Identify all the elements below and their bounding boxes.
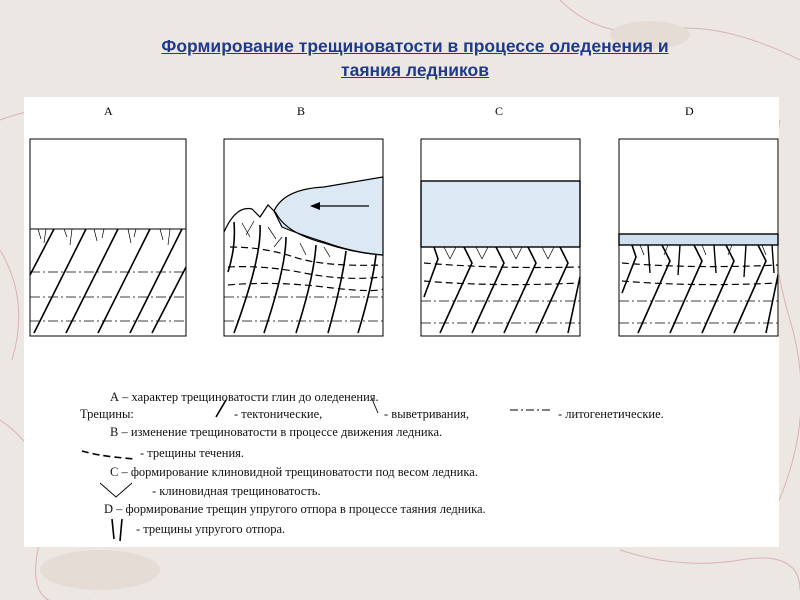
- diagram-svg: A B C D: [29, 104, 779, 542]
- tectonic-symbol-icon: [215, 399, 227, 418]
- legend-wedge: - клиновидная трещиноватость.: [152, 484, 321, 498]
- panel-label-c: C: [495, 104, 503, 118]
- legend-d-description: D – формирование трещин упругого отпора …: [104, 502, 486, 516]
- title-line-2: таяния ледников: [341, 60, 489, 80]
- panel-label-d: D: [685, 104, 694, 118]
- legend-flow: - трещины течения.: [140, 446, 245, 460]
- figure-a: [29, 138, 187, 337]
- legend-a-description: А – характер трещиноватости глин до олед…: [110, 390, 379, 404]
- legend-weathering: - выветривания,: [384, 407, 470, 421]
- panel-label-b: B: [297, 104, 305, 118]
- wedge-crack-symbol-icon: [99, 482, 133, 498]
- figure-d: [618, 138, 779, 337]
- legend-c-description: С – формирование клиновидной трещиновато…: [110, 465, 478, 479]
- elastic-crack-symbol-icon-1: [111, 518, 115, 540]
- legend-tectonic: - тектонические,: [234, 407, 323, 421]
- legend-lithogenetic: - литогенетические.: [558, 407, 664, 421]
- elastic-crack-symbol-icon-2: [119, 518, 123, 542]
- title-line-1: Формирование трещиноватости в процессе о…: [161, 36, 669, 56]
- diagram-panel: A B C D: [24, 97, 779, 547]
- figure-b: [223, 138, 384, 337]
- panel-label-a: A: [104, 104, 113, 118]
- legend-elastic: - трещины упругого отпора.: [136, 522, 286, 536]
- page-title: Формирование трещиноватости в процессе о…: [60, 34, 770, 82]
- flow-crack-symbol-icon: [81, 450, 135, 460]
- weathering-symbol-icon: [371, 398, 379, 414]
- legend-b-description: В – изменение трещиноватости в процессе …: [110, 425, 443, 439]
- figure-c: [420, 138, 581, 337]
- legend-cracks-label: Трещины:: [80, 407, 134, 421]
